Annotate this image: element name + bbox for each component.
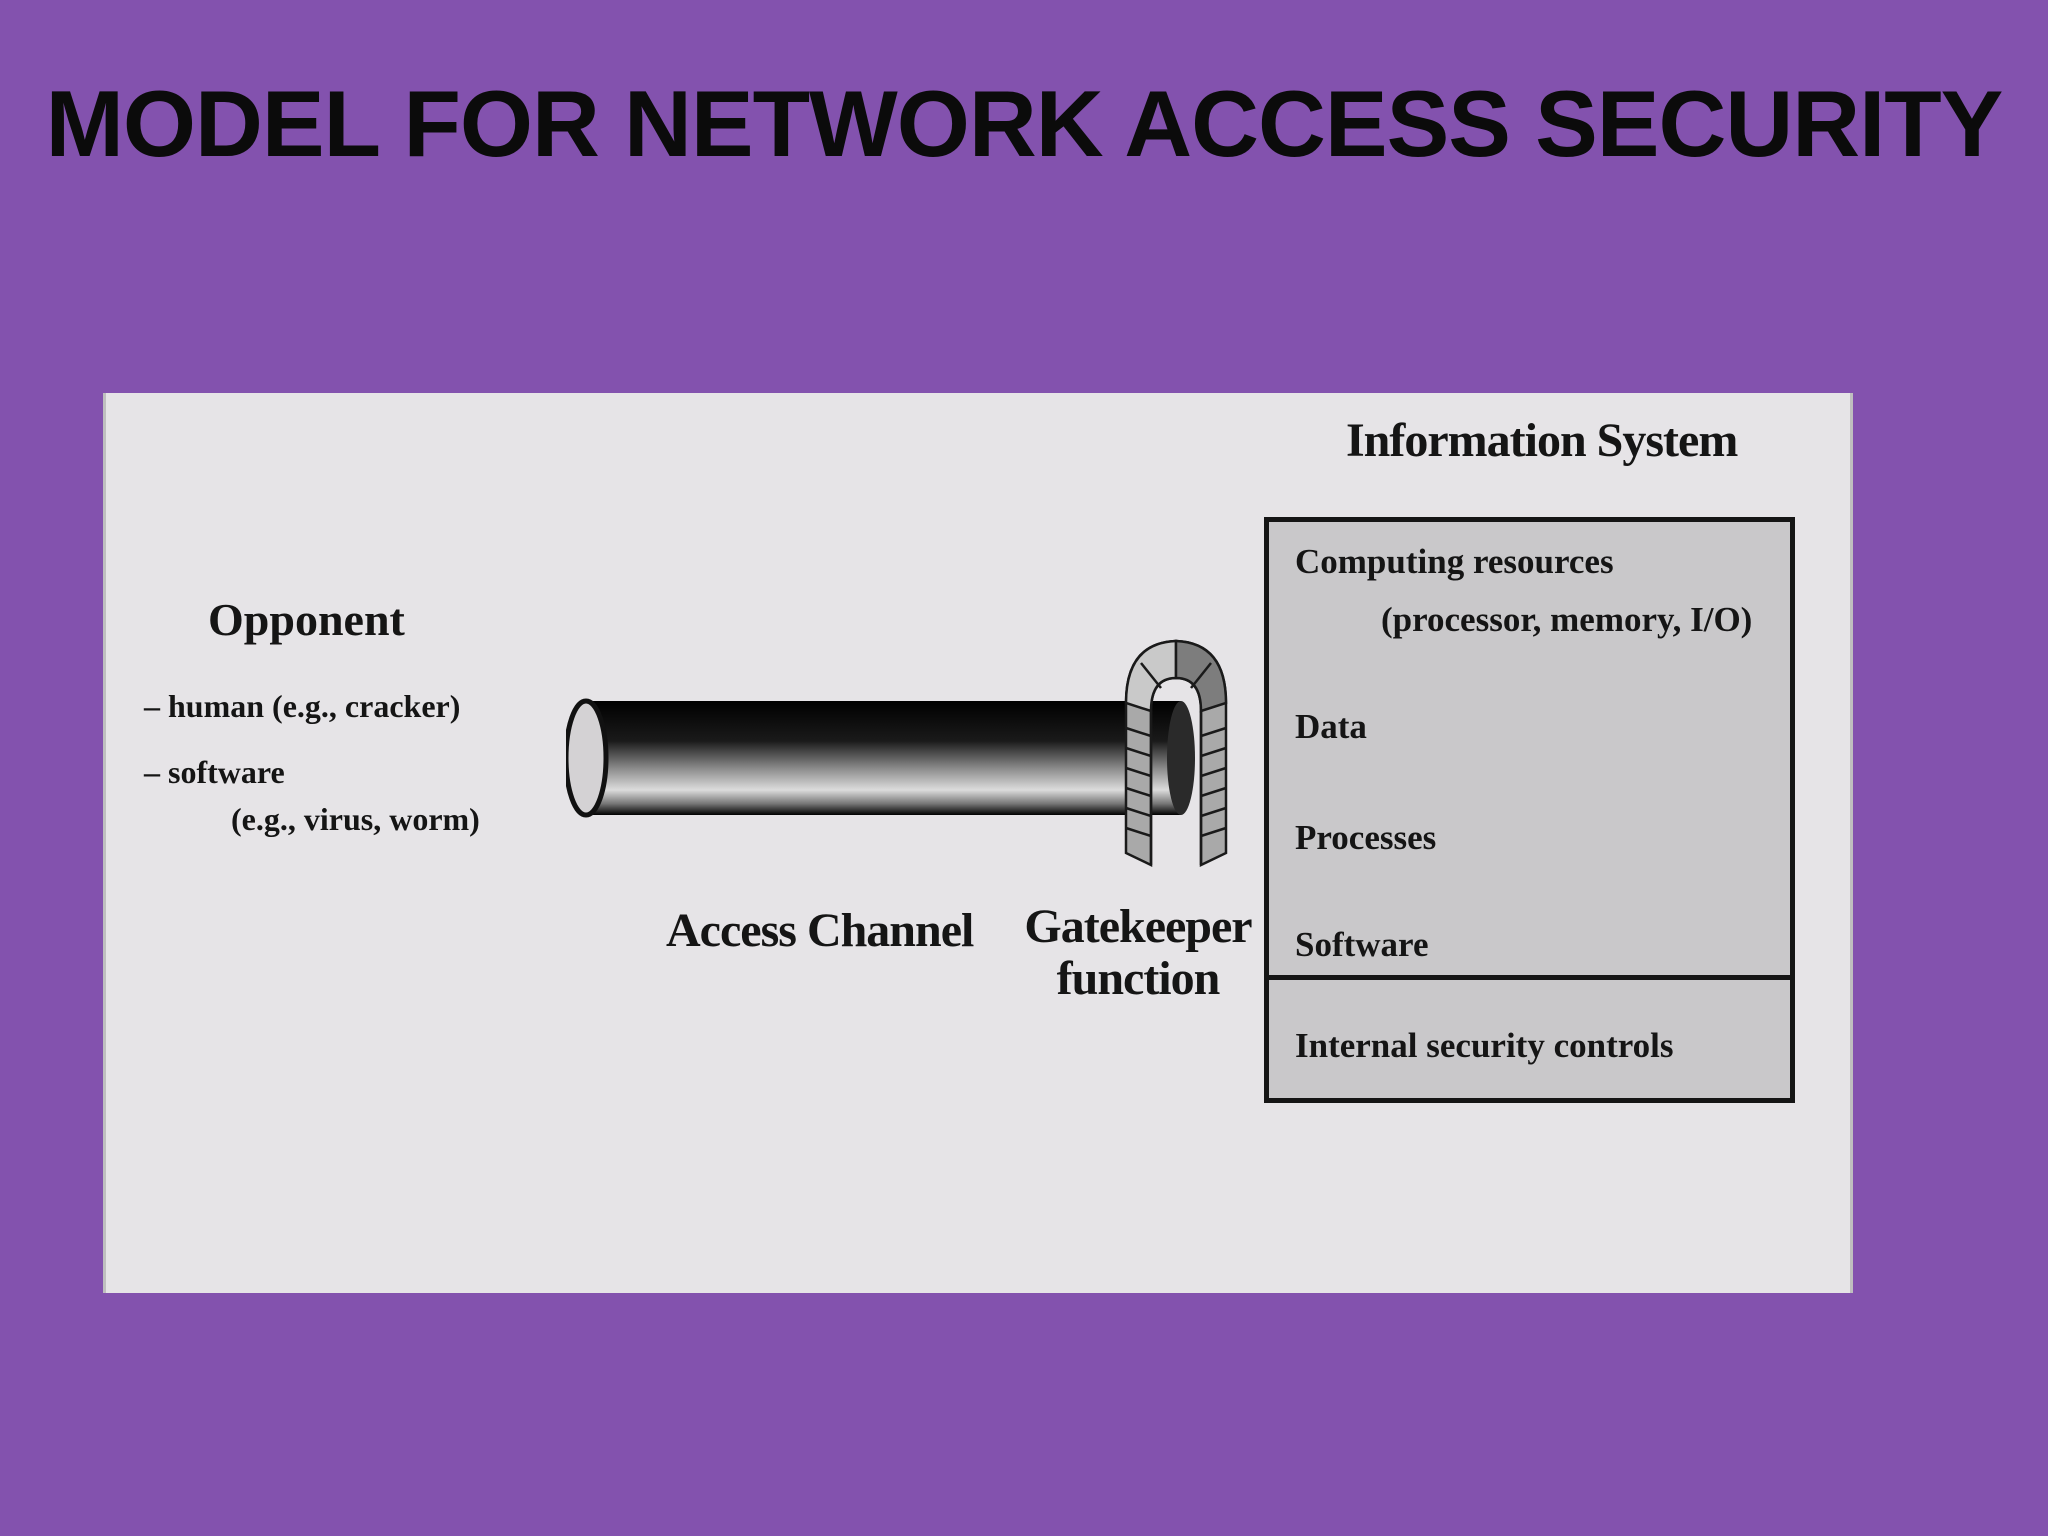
gatekeeper-icon <box>1124 639 1228 867</box>
computing-resources-label: Computing resources <box>1295 542 1614 581</box>
software-label: Software <box>1295 925 1429 964</box>
computing-resources-detail: (processor, memory, I/O) <box>1381 600 1753 639</box>
diagram-figure: Opponent – human (e.g., cracker) – softw… <box>103 393 1853 1293</box>
opponent-human: – human (e.g., cracker) <box>144 688 461 724</box>
slide-title: MODEL FOR NETWORK ACCESS SECURITY <box>45 71 2004 176</box>
gatekeeper-label: Gatekeeper function <box>1024 900 1252 1005</box>
opponent-title: Opponent <box>208 594 405 645</box>
opponent-software: – software <box>144 754 285 790</box>
opponent-software-examples: (e.g., virus, worm) <box>231 801 480 837</box>
information-system-box: Computing resources (processor, memory, … <box>1264 517 1795 1103</box>
info-box-divider <box>1269 975 1790 980</box>
data-label: Data <box>1295 707 1367 746</box>
processes-label: Processes <box>1295 818 1437 857</box>
information-system-title: Information System <box>1346 414 1738 467</box>
access-channel-label: Access Channel <box>666 904 974 957</box>
internal-security-controls-label: Internal security controls <box>1295 1026 1674 1065</box>
access-channel-pipe <box>566 698 1195 818</box>
